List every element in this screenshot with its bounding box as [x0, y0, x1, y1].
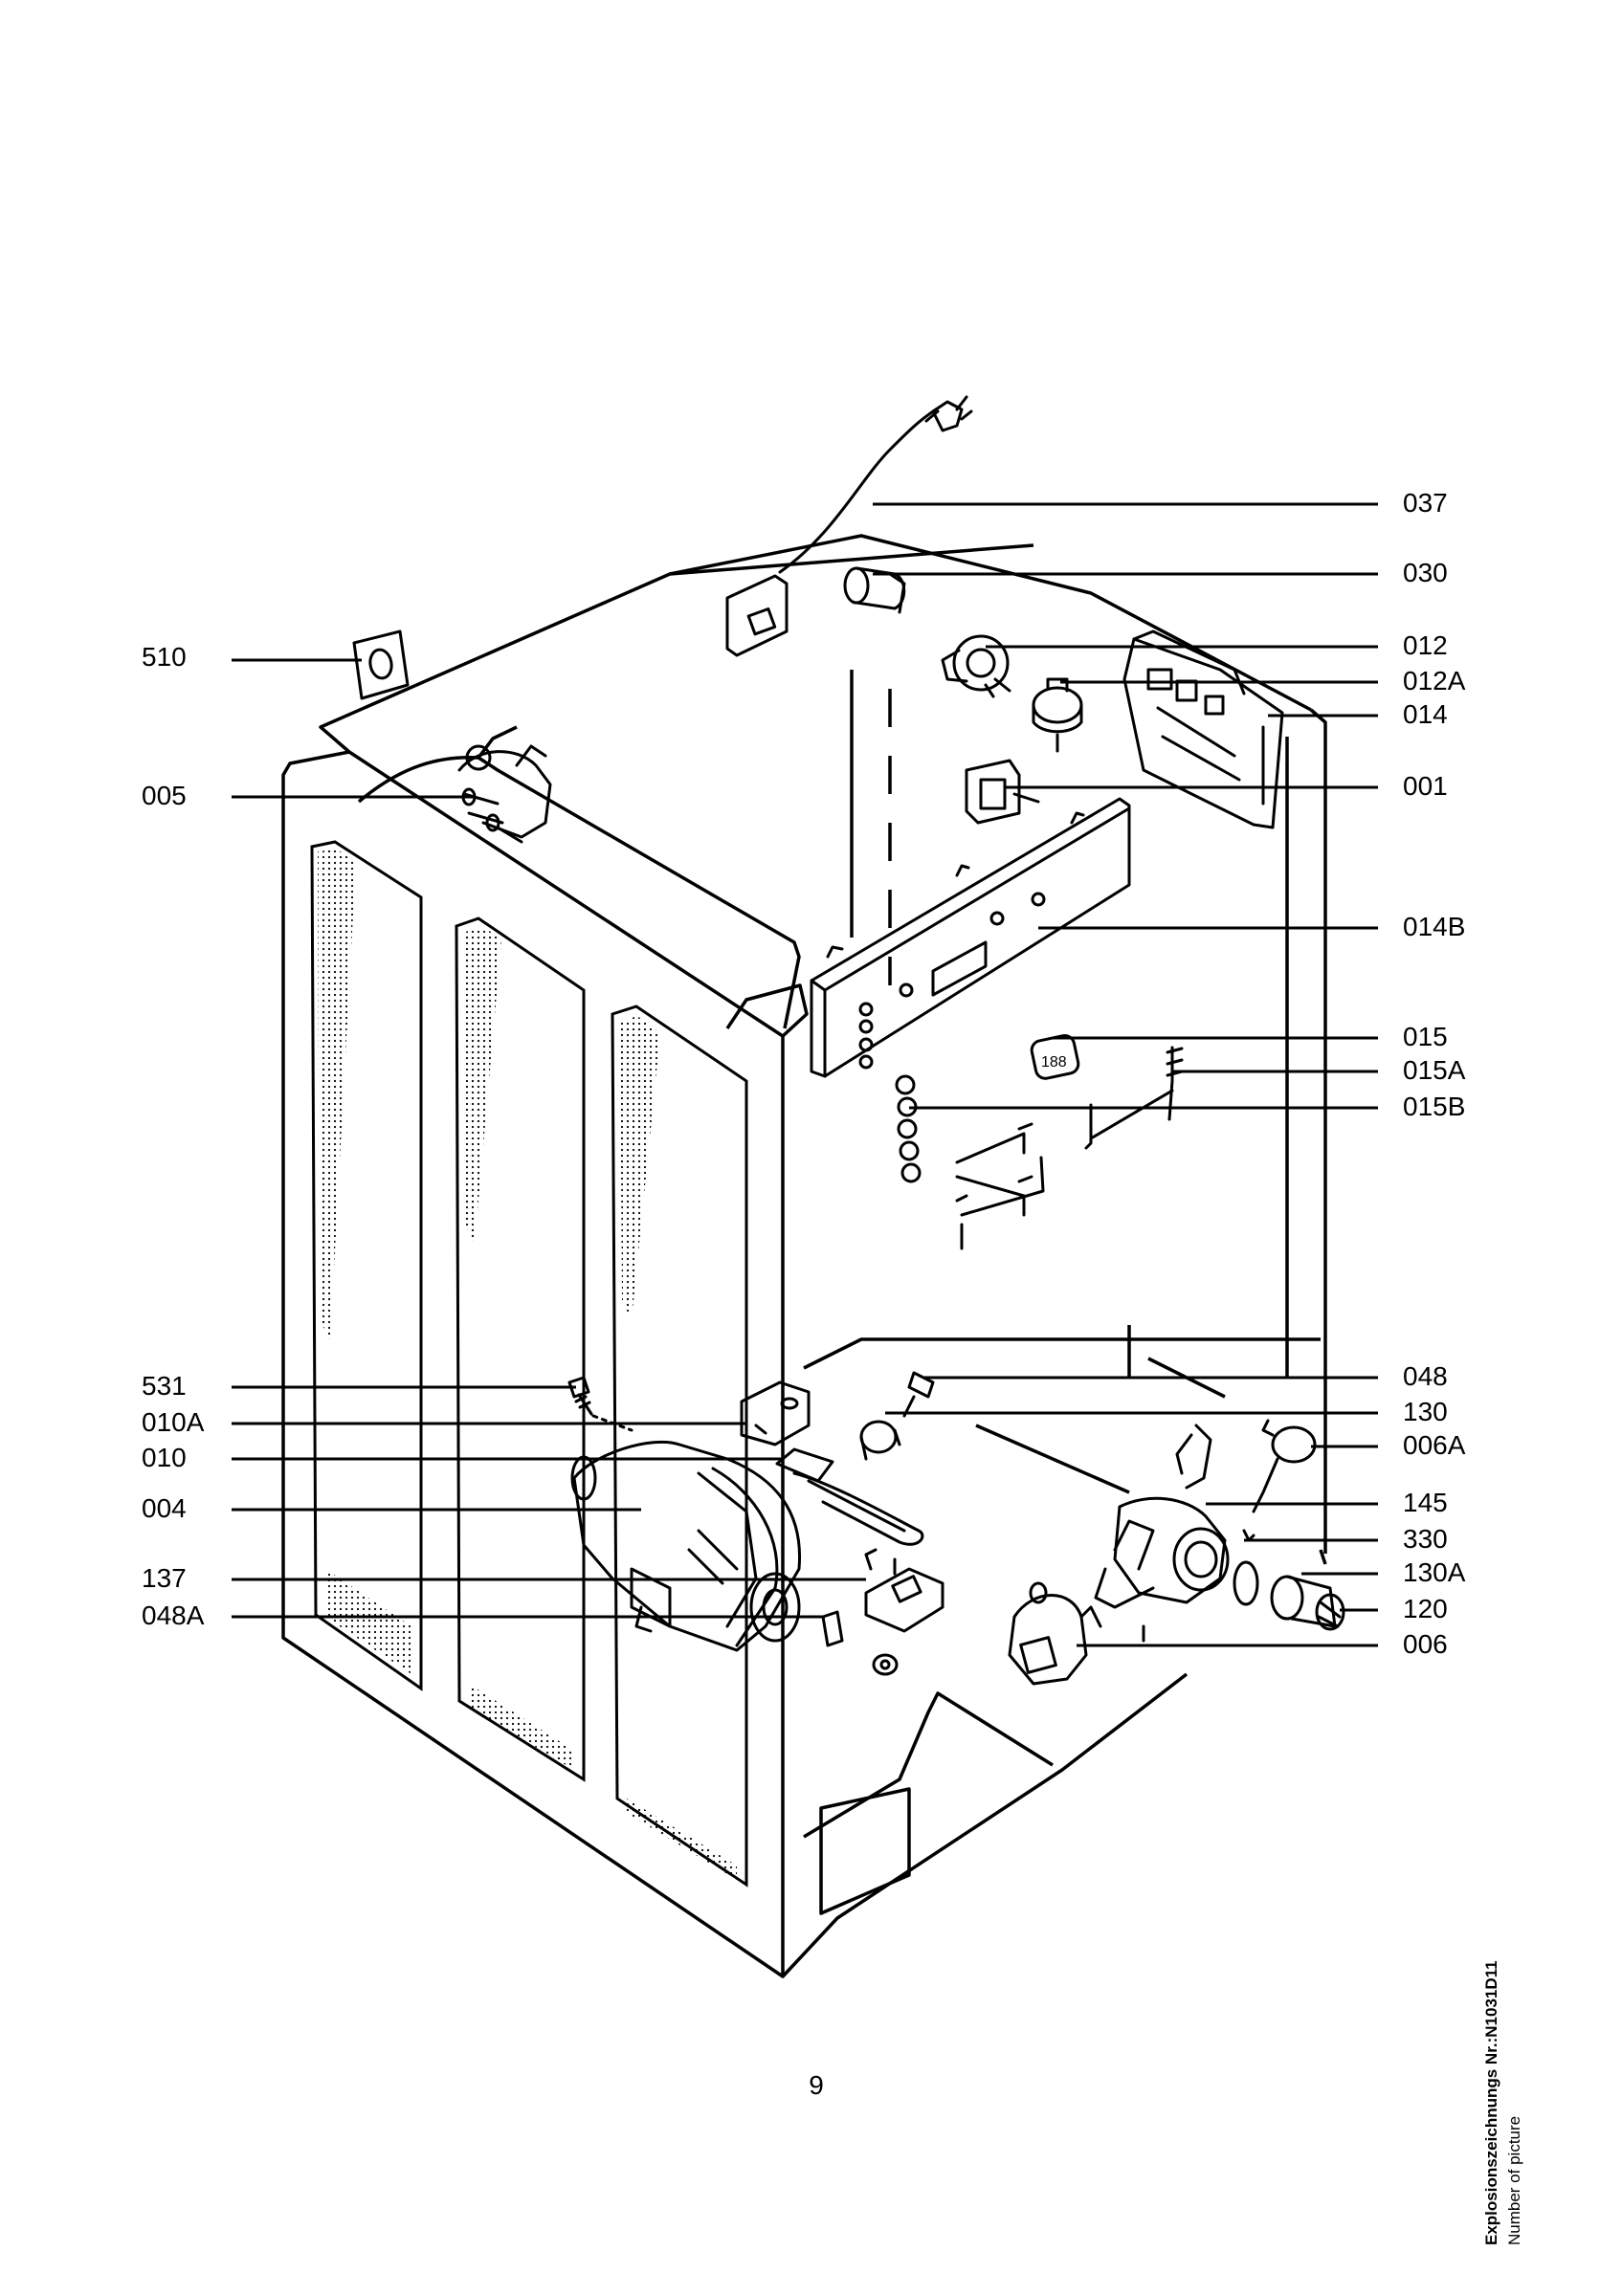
- callout-005: 005: [142, 781, 187, 810]
- top-front-edge: [319, 543, 1034, 754]
- page-number: 9: [809, 2070, 824, 2100]
- callout-037: 037: [1403, 488, 1448, 518]
- ntc-sensor-048: [902, 1371, 935, 1418]
- inner-door-opening: [357, 756, 801, 1029]
- callout-048A: 048A: [142, 1601, 205, 1630]
- recess-right: [611, 1004, 748, 1888]
- filter-001: [965, 759, 1040, 825]
- callout-145: 145: [1403, 1488, 1448, 1517]
- callout-014B: 014B: [1403, 912, 1466, 941]
- callout-120: 120: [1403, 1594, 1448, 1623]
- drain-pump-006: [1008, 1581, 1145, 1686]
- callout-006: 006: [1403, 1629, 1448, 1659]
- recess-left: [310, 840, 423, 1691]
- display-015: 188: [1030, 1034, 1080, 1080]
- callout-010A: 010A: [142, 1407, 205, 1437]
- pressure-switch-012A: [1032, 677, 1083, 753]
- pressure-switch-012: [941, 634, 1011, 698]
- mains-cable-037: [778, 395, 973, 574]
- heater-010: [775, 1447, 924, 1546]
- side-panel-recesses: [310, 840, 748, 1888]
- callout-004: 004: [142, 1493, 187, 1523]
- gasket-510: [352, 629, 410, 700]
- callout-015: 015: [1403, 1022, 1448, 1051]
- callout-001: 001: [1403, 771, 1448, 801]
- light-guides-015A: [955, 1046, 1184, 1250]
- display-digits: 188: [1041, 1054, 1067, 1071]
- top-back-edge: [669, 534, 1312, 712]
- right-back-panel: [1309, 708, 1327, 1554]
- callout-012: 012: [1403, 630, 1448, 660]
- cabinet-frame: [281, 534, 1327, 1978]
- hose-145: [1175, 1424, 1212, 1490]
- callout-510: 510: [142, 642, 187, 672]
- leader-lines: [232, 502, 1378, 1647]
- electronic-module-014: [1122, 629, 1284, 829]
- callout-137: 137: [142, 1563, 187, 1593]
- drain-housing-006: [1094, 1496, 1230, 1609]
- thermostat-130: [859, 1420, 901, 1461]
- float-switch-006A: [1252, 1419, 1317, 1513]
- left-side-panel: [281, 750, 785, 1978]
- base-frame: [781, 1672, 1189, 1978]
- control-panel-014B: [810, 797, 1131, 1078]
- callout-014: 014: [1403, 699, 1448, 729]
- callout-130: 130: [1403, 1397, 1448, 1426]
- callout-015B: 015B: [1403, 1092, 1466, 1121]
- o-ring-330: [1233, 1529, 1259, 1606]
- door-interlock-137: [864, 1548, 944, 1633]
- callout-130A: 130A: [1403, 1557, 1466, 1587]
- recess-center: [455, 916, 586, 1782]
- component-drawings: 188: [352, 395, 1345, 1686]
- caption-drawing-number: Explosionszeichnungs Nr.:N1031D11: [1482, 1960, 1500, 2245]
- callout-012A: 012A: [1403, 666, 1466, 695]
- picture-number-caption: Explosionszeichnungs Nr.:N1031D11 Number…: [1480, 1843, 1532, 2245]
- bracket-010A: [740, 1380, 811, 1446]
- callout-330: 330: [1403, 1524, 1448, 1554]
- panel-stipple: [318, 850, 737, 1880]
- callout-030: 030: [1403, 558, 1448, 587]
- mains-filter: [725, 574, 789, 657]
- callout-531: 531: [142, 1371, 187, 1401]
- filter-insert-120: [1315, 1593, 1345, 1631]
- filter-cap-130A: [1270, 1575, 1337, 1628]
- brushes-048A: [821, 1610, 899, 1676]
- push-buttons-015B: [895, 1074, 922, 1183]
- caption-number-of-picture: Number of picture: [1505, 2115, 1523, 2245]
- callout-006A: 006A: [1403, 1430, 1466, 1460]
- callout-015A: 015A: [1403, 1055, 1466, 1085]
- callout-048: 048: [1403, 1361, 1448, 1391]
- motor-004: [570, 1440, 802, 1652]
- callout-010: 010: [142, 1443, 187, 1472]
